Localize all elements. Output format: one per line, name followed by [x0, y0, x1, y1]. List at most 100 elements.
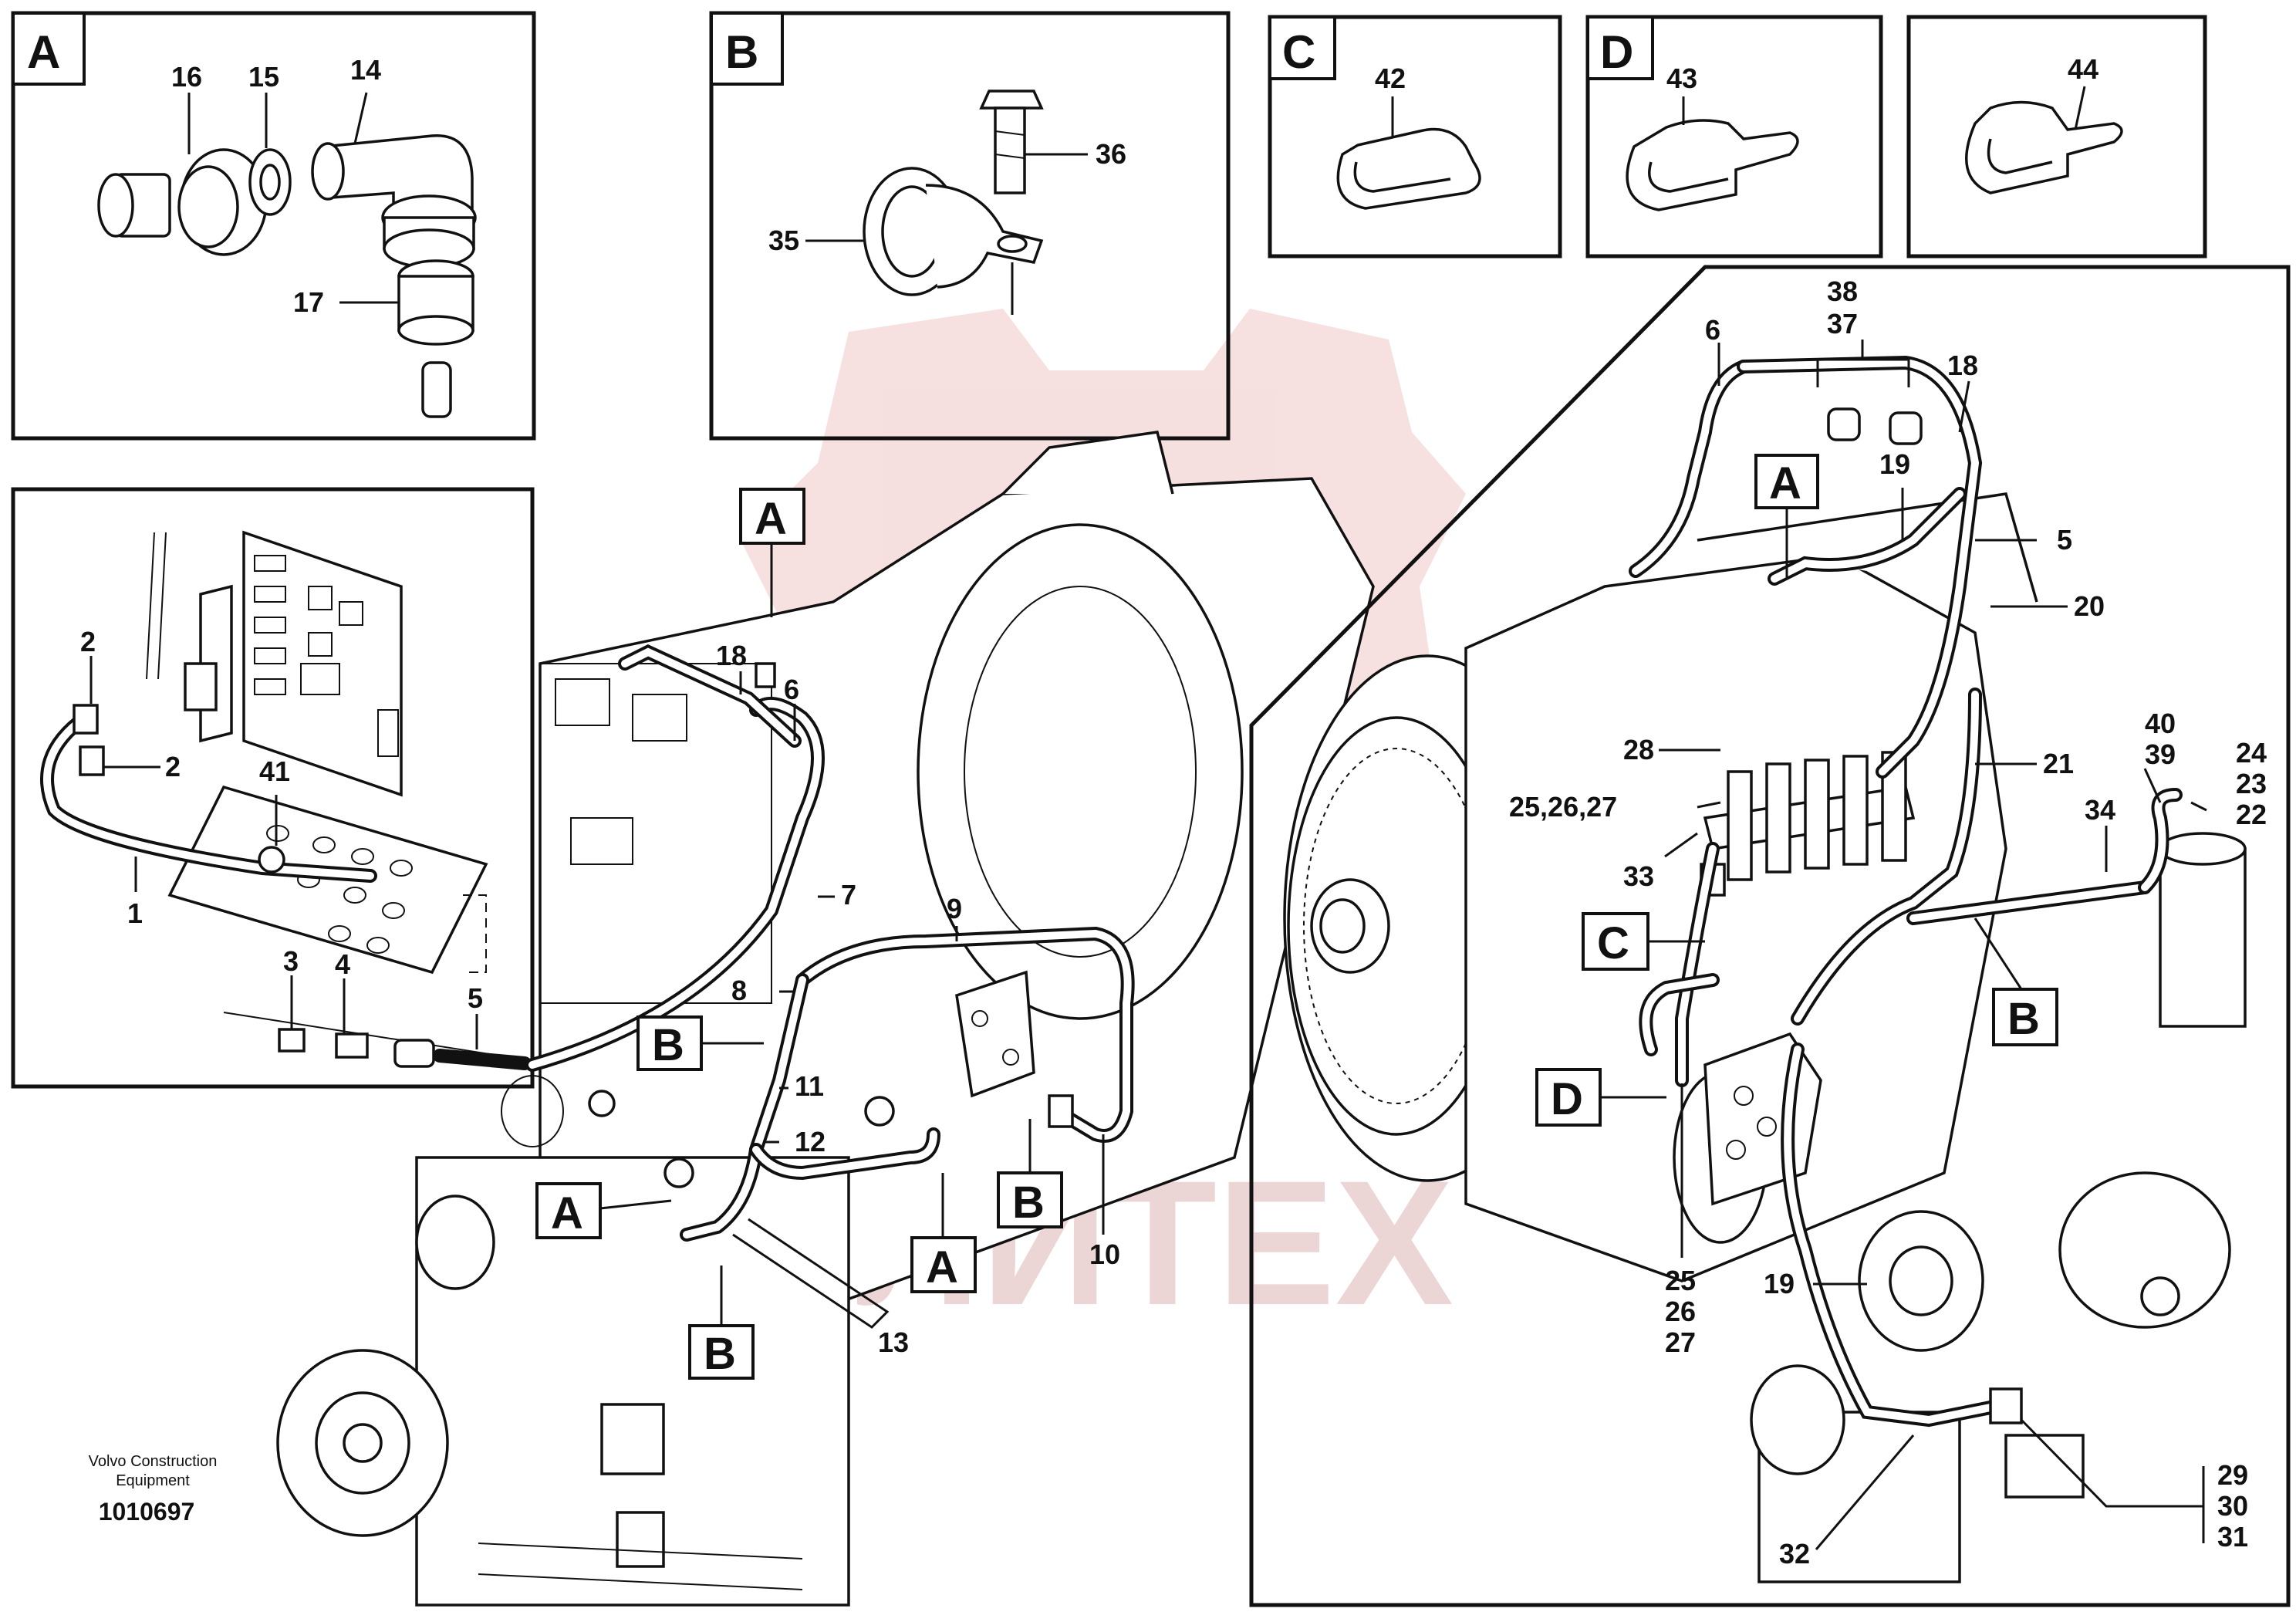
detail-c-letter: C — [1282, 26, 1315, 78]
connector-parts — [223, 1012, 532, 1070]
part-label-35: 35 — [768, 225, 799, 256]
part-label-39: 39 — [2145, 738, 2176, 770]
part-label-34: 34 — [2085, 794, 2115, 826]
part-label-19-upper: 19 — [1879, 448, 1910, 480]
part-label-25-27: 25,26,27 — [1509, 791, 1617, 823]
part-label-30: 30 — [2217, 1490, 2248, 1522]
part-label-32: 32 — [1779, 1538, 1810, 1570]
detail-d-label-box — [1586, 15, 1654, 80]
part-label-36: 36 — [1096, 138, 1126, 170]
part-label-13: 13 — [878, 1326, 909, 1358]
right-view: A C D B — [1249, 265, 2291, 1607]
svg-text:A: A — [926, 1242, 958, 1293]
company-name-line2: Equipment — [116, 1472, 190, 1489]
part-label-21: 21 — [2043, 748, 2074, 779]
part-label-11: 11 — [795, 1070, 824, 1102]
part-label-38: 38 — [1827, 275, 1858, 307]
footer: Volvo Construction Equipment 1010697 — [89, 1453, 218, 1526]
part-label-15: 15 — [248, 61, 279, 93]
detail-a-letter: A — [27, 26, 60, 78]
hose-lines-right — [1629, 355, 2183, 1428]
part-label-17: 17 — [293, 286, 324, 318]
detail-view-b: B 36 35 — [709, 11, 1231, 441]
clamp-part — [863, 167, 1044, 315]
callout-b2: B — [997, 1119, 1063, 1228]
solenoid-manifold — [1700, 751, 1916, 897]
part-label-23: 23 — [2236, 768, 2267, 799]
elbow-fitting-part — [311, 134, 477, 269]
transmission-housing — [276, 431, 1375, 1607]
detail-view-e: 44 — [1906, 15, 2207, 259]
part-label-25: 25 — [1665, 1265, 1696, 1296]
part-label-9: 9 — [947, 893, 962, 924]
svg-text:B: B — [1012, 1178, 1045, 1228]
cap-part — [397, 259, 474, 418]
callout-b3: B — [688, 1265, 755, 1380]
part-label-42: 42 — [1375, 63, 1406, 94]
inset-panel: 2 2 41 1 3 4 5 — [11, 487, 535, 1089]
callout-right-a: A — [1754, 454, 1819, 577]
part-label-16: 16 — [171, 61, 202, 93]
part-label-4: 4 — [335, 948, 350, 980]
detail-b-letter: B — [725, 26, 758, 78]
control-unit — [146, 530, 403, 797]
callout-right-b: B — [1974, 917, 2058, 1046]
callout-a3: A — [910, 1173, 977, 1293]
part-label-8: 8 — [731, 975, 747, 1006]
part-label-6-main: 6 — [784, 674, 799, 705]
clip-c-part — [1336, 127, 1481, 210]
part-label-2a: 2 — [80, 626, 96, 657]
part-label-6-right: 6 — [1705, 314, 1720, 346]
part-label-1: 1 — [127, 897, 143, 929]
part-label-18-right: 18 — [1947, 350, 1978, 381]
part-label-20: 20 — [2074, 590, 2105, 622]
clip-d-part — [1626, 119, 1799, 211]
part-label-14: 14 — [350, 54, 381, 86]
part-label-29: 29 — [2217, 1459, 2248, 1491]
part-label-19-lower: 19 — [1764, 1268, 1795, 1299]
document-number: 1010697 — [99, 1498, 195, 1526]
part-label-7: 7 — [841, 879, 856, 911]
detail-view-a: A 16 15 14 17 — [11, 11, 536, 441]
detail-b-label-box — [710, 12, 784, 86]
svg-text:B: B — [2007, 994, 2040, 1044]
part-label-12: 12 — [795, 1126, 826, 1157]
part-label-5-right: 5 — [2057, 524, 2072, 556]
relay-array — [254, 555, 399, 757]
part-label-2b: 2 — [165, 751, 181, 782]
svg-text:B: B — [652, 1020, 684, 1070]
part-label-40: 40 — [2145, 708, 2176, 739]
part-label-3: 3 — [283, 945, 299, 977]
svg-text:A: A — [755, 494, 787, 544]
detail-view-d: D 43 — [1585, 15, 1883, 259]
clip-e-part — [1965, 100, 2123, 194]
part-label-33: 33 — [1623, 860, 1654, 892]
part-label-27: 27 — [1665, 1326, 1696, 1358]
detail-a-label-box — [12, 12, 86, 86]
part-label-18-main: 18 — [716, 640, 747, 671]
svg-text:D: D — [1551, 1074, 1583, 1124]
detail-view-c: C 42 — [1268, 15, 1562, 259]
part-label-26: 26 — [1665, 1296, 1696, 1327]
part-label-43: 43 — [1666, 63, 1697, 94]
wire-harness-inset — [40, 704, 377, 883]
part-label-37: 37 — [1827, 308, 1858, 340]
part-label-24: 24 — [2236, 737, 2267, 769]
gear-nut-part — [97, 148, 268, 256]
part-label-44: 44 — [2068, 53, 2098, 85]
svg-text:A: A — [551, 1188, 583, 1238]
svg-text:B: B — [704, 1329, 736, 1379]
washer-part — [248, 148, 292, 216]
callout-b1: B — [636, 1015, 764, 1071]
detail-d-letter: D — [1600, 26, 1633, 78]
callout-right-d: D — [1535, 1068, 1666, 1127]
svg-text:A: A — [1769, 458, 1801, 509]
control-valve — [955, 970, 1035, 1098]
detail-c-label-box — [1268, 15, 1336, 80]
part-label-10: 10 — [1089, 1238, 1120, 1270]
company-name-line1: Volvo Construction — [89, 1453, 218, 1470]
bolt-part — [979, 90, 1044, 194]
callout-a1: A — [739, 488, 805, 617]
part-label-22: 22 — [2236, 799, 2267, 830]
